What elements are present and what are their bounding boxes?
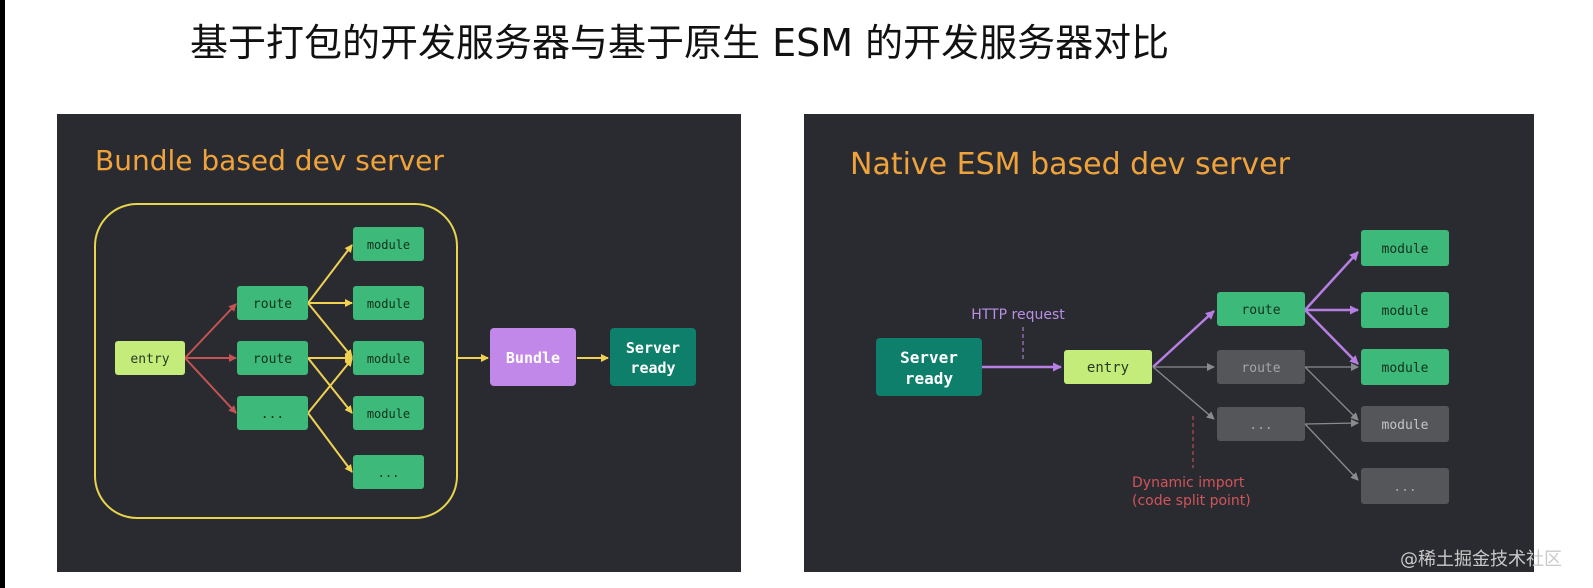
module-node: module [353, 286, 424, 320]
module-node-inactive: module [1361, 406, 1449, 442]
module-label: module [1382, 361, 1429, 376]
arrow-route1-module1 [307, 244, 353, 304]
arrow-dots-module5 [307, 412, 353, 473]
http-request-label: HTTP request [971, 307, 1065, 323]
bundle-dev-server-panel: Bundle based dev server entry [57, 114, 741, 572]
route-label: route [1241, 361, 1280, 376]
inactive-import-arrows [1152, 363, 1359, 481]
module-node-inactive: ... [1361, 468, 1449, 504]
route-node: route [1217, 292, 1305, 326]
left-edge-bar [0, 0, 5, 588]
server-ready-node: Server ready [876, 338, 982, 396]
module-label: module [1382, 304, 1429, 319]
server-ready-node: Server ready [610, 328, 696, 386]
esm-dev-server-panel: Native ESM based dev server HTTP request… [804, 114, 1534, 572]
entry-label: entry [1087, 360, 1129, 376]
arrow-route1-module3 [1304, 309, 1359, 365]
arrow-entry-route1 [1152, 310, 1215, 368]
module-label: module [1382, 242, 1429, 257]
route-label: route [253, 352, 292, 367]
arrow-dots-module3 [307, 358, 353, 414]
module-label: ... [1393, 480, 1416, 495]
arrow-route2-module4 [1304, 366, 1359, 421]
entry-label: entry [130, 352, 169, 367]
module-node: module [353, 396, 424, 430]
arrow-dots-module4 [1304, 419, 1359, 428]
route-node: route [237, 341, 308, 375]
module-label: module [1382, 418, 1429, 433]
esm-panel-heading: Native ESM based dev server [850, 147, 1291, 182]
route-label: ... [261, 407, 284, 422]
bundle-node: Bundle [490, 328, 576, 386]
bundle-boundary [94, 203, 458, 519]
route-node-inactive: route [1217, 350, 1305, 384]
arrow-route1-module3 [307, 302, 353, 358]
module-label: module [367, 238, 410, 252]
route-label: route [1241, 303, 1280, 318]
module-label: ... [378, 466, 400, 480]
bundle-label: Bundle [506, 349, 560, 367]
watermark: @稀土掘金技术社区 [1400, 549, 1562, 570]
arrow-route1-module1 [1304, 251, 1359, 311]
route-module-arrows [307, 244, 609, 473]
bundle-diagram: Bundle based dev server entry [94, 144, 696, 519]
esm-diagram: Native ESM based dev server HTTP request… [850, 147, 1449, 509]
dynamic-import-label-line2: (code split point) [1132, 493, 1251, 509]
arrow-entry-route-1 [184, 303, 237, 359]
entry-node: entry [115, 341, 185, 375]
module-node: module [353, 341, 424, 375]
server-label-line1: Server [900, 348, 958, 367]
module-node: module [1361, 349, 1449, 385]
route-node-inactive: ... [1217, 407, 1305, 441]
entry-route-arrows [184, 303, 237, 414]
module-node: ... [353, 455, 424, 489]
module-node: module [1361, 230, 1449, 266]
server-label-line2: ready [905, 369, 954, 388]
module-label: module [367, 407, 410, 421]
entry-node: entry [1064, 350, 1152, 384]
server-label-line1: Server [626, 339, 680, 357]
arrow-entry-dots [1152, 366, 1215, 420]
page-title: 基于打包的开发服务器与基于原生 ESM 的开发服务器对比 [190, 21, 1170, 65]
module-label: module [367, 352, 410, 366]
route-label: ... [1249, 418, 1272, 433]
bundle-panel-heading: Bundle based dev server [95, 144, 444, 177]
module-node: module [1361, 292, 1449, 328]
route-node: route [237, 286, 308, 320]
route-node: ... [237, 396, 308, 430]
arrow-entry-route-3 [184, 357, 237, 414]
route-label: route [253, 297, 292, 312]
arrow-dots-module5 [1304, 423, 1359, 481]
module-node: module [353, 227, 424, 261]
active-request-arrows [982, 251, 1359, 372]
dynamic-import-label-line1: Dynamic import [1132, 475, 1245, 491]
module-label: module [367, 297, 410, 311]
server-label-line2: ready [630, 359, 675, 377]
